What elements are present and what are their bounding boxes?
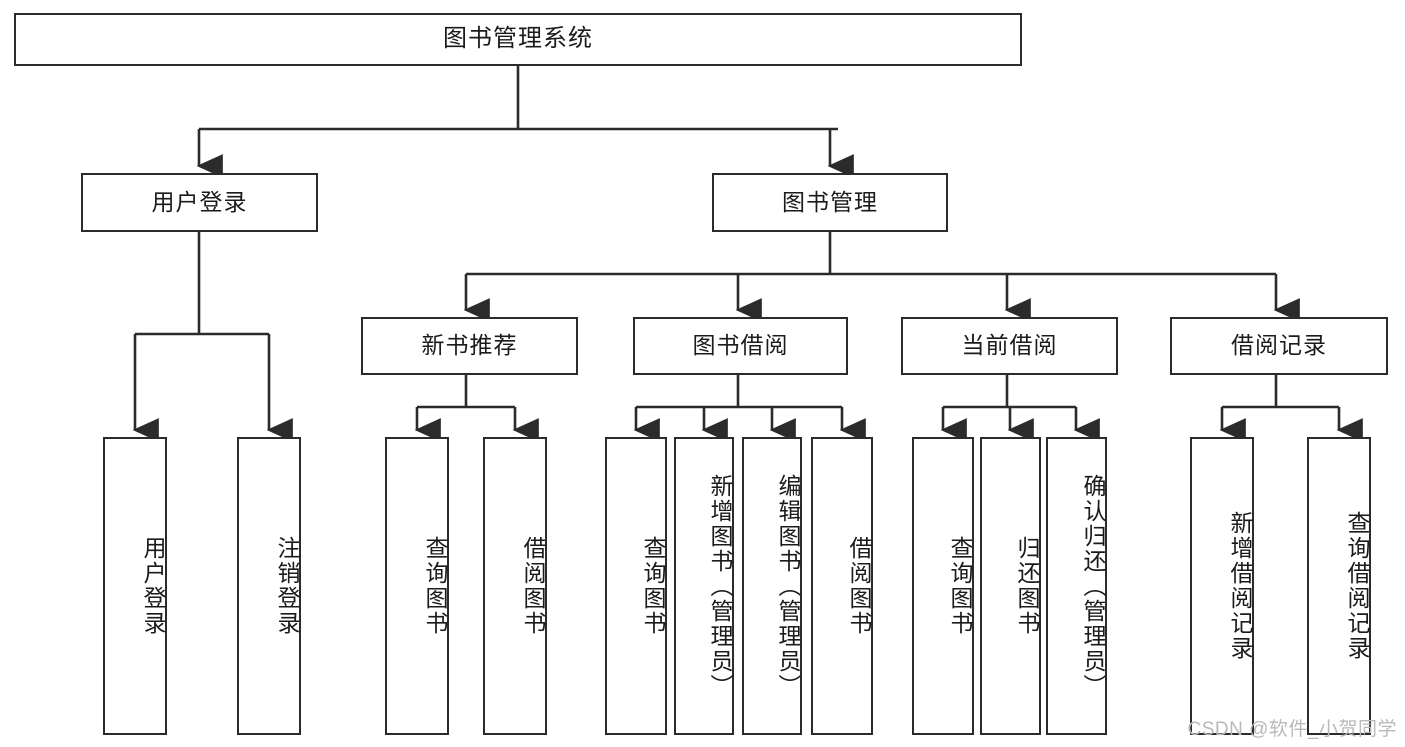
leaf-add-book-admin[interactable]: 新增图书（管理员） (674, 437, 734, 735)
node-label: 查询图书 (640, 536, 666, 636)
node-user-login[interactable]: 用户登录 (81, 173, 318, 232)
leaf-query-book-borrow[interactable]: 查询图书 (605, 437, 667, 735)
node-label: 归还图书 (1014, 536, 1040, 636)
leaf-edit-book-admin[interactable]: 编辑图书（管理员） (742, 437, 802, 735)
node-root-book-management-system[interactable]: 图书管理系统 (14, 13, 1022, 66)
node-label: 查询借阅记录 (1344, 511, 1370, 661)
watermark-text: CSDN @软件_小贺同学 (1187, 719, 1397, 740)
node-borrow-record[interactable]: 借阅记录 (1170, 317, 1388, 375)
node-label: 借阅图书 (846, 536, 872, 636)
node-label: 借阅记录 (1231, 332, 1327, 359)
node-label: 确认归还（管理员） (1080, 473, 1106, 699)
leaf-query-book-recommend[interactable]: 查询图书 (385, 437, 449, 735)
node-label: 用户登录 (151, 188, 248, 215)
node-label: 新书推荐 (421, 332, 518, 359)
node-label: 注销登录 (274, 536, 300, 636)
leaf-return-book[interactable]: 归还图书 (980, 437, 1041, 735)
node-label: 用户登录 (140, 536, 166, 636)
node-label: 图书管理 (782, 188, 878, 215)
node-book-borrow[interactable]: 图书借阅 (633, 317, 848, 375)
node-new-book-recommend[interactable]: 新书推荐 (361, 317, 578, 375)
leaf-logout-login[interactable]: 注销登录 (237, 437, 301, 735)
leaf-add-borrow-record[interactable]: 新增借阅记录 (1190, 437, 1254, 735)
leaf-query-borrow-record[interactable]: 查询借阅记录 (1307, 437, 1371, 735)
node-label: 查询图书 (947, 536, 973, 636)
node-label: 借阅图书 (520, 536, 546, 636)
node-label: 图书管理系统 (443, 25, 593, 53)
leaf-borrow-book[interactable]: 借阅图书 (811, 437, 873, 735)
node-current-borrow[interactable]: 当前借阅 (901, 317, 1118, 375)
node-label: 新增图书（管理员） (707, 473, 733, 699)
node-book-management[interactable]: 图书管理 (712, 173, 948, 232)
leaf-borrow-book-recommend[interactable]: 借阅图书 (483, 437, 547, 735)
node-label: 查询图书 (422, 536, 448, 636)
leaf-query-book-current[interactable]: 查询图书 (912, 437, 974, 735)
node-label: 编辑图书（管理员） (775, 473, 801, 699)
node-label: 图书借阅 (692, 332, 789, 359)
leaf-user-login[interactable]: 用户登录 (103, 437, 167, 735)
node-label: 当前借阅 (961, 332, 1058, 359)
node-label: 新增借阅记录 (1227, 511, 1253, 661)
leaf-confirm-return-admin[interactable]: 确认归还（管理员） (1046, 437, 1107, 735)
